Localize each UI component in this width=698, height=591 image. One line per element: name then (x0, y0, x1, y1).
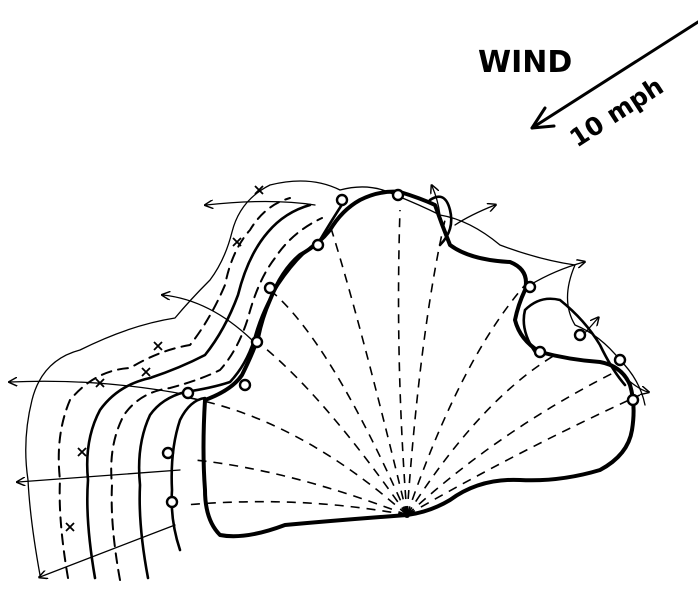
spread-trajectories (10, 186, 648, 577)
observation-circles (163, 190, 638, 507)
wind-title: WIND (478, 45, 572, 80)
wind-speed-label: 10 mph (564, 71, 668, 153)
fire-perimeters (26, 181, 645, 580)
wind-indicator: WIND 10 mph (478, 22, 698, 153)
ignition-point (404, 512, 410, 518)
observation-crosses (66, 186, 263, 531)
